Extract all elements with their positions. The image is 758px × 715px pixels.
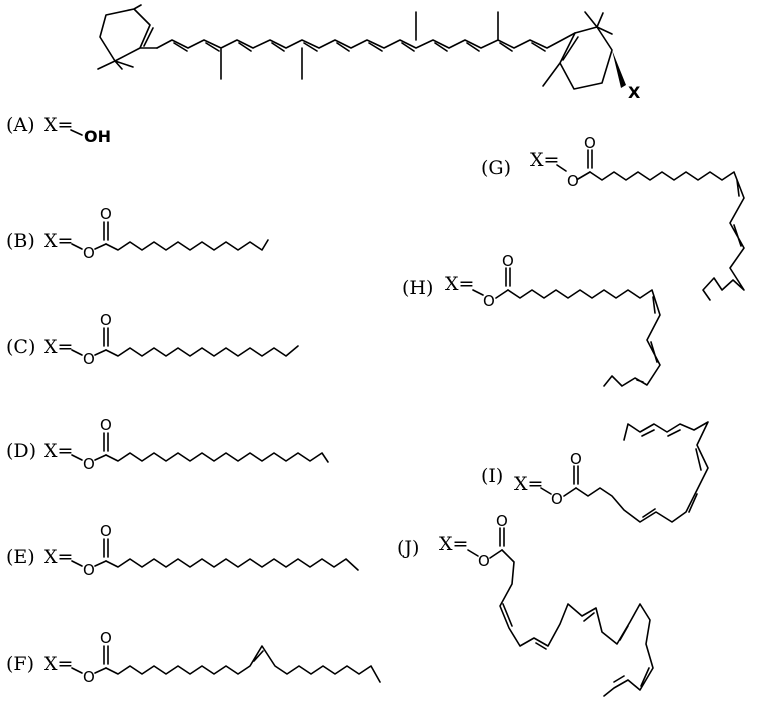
- x-equals: X=: [530, 149, 559, 171]
- compound-label: (F): [6, 653, 34, 675]
- compound-a: (A) X= OH: [6, 114, 111, 146]
- compound-g: (G) X= O O: [481, 134, 745, 301]
- right-ring-bonds: [542, 11, 613, 90]
- x-equals: X=: [44, 114, 73, 136]
- compound-f: (F) X= O O: [6, 629, 381, 686]
- fatty-acid-chain: [105, 558, 359, 571]
- ester-oxygen: O: [483, 292, 495, 310]
- stereo-wedge: [612, 50, 626, 88]
- ester-bond: [540, 465, 579, 497]
- x-equals: X=: [44, 336, 73, 358]
- ester-oxygen: O: [478, 552, 490, 570]
- ester-bond: [467, 527, 505, 559]
- x-equals: X=: [44, 653, 73, 675]
- carbonyl-oxygen: O: [570, 450, 582, 468]
- fatty-acid-chain: [575, 421, 709, 523]
- compound-label: (J): [397, 537, 419, 559]
- compound-label: (E): [6, 546, 35, 568]
- hydroxyl-group: OH: [84, 127, 111, 146]
- x-equals: X=: [44, 230, 73, 252]
- fatty-acid-chain: [507, 289, 661, 387]
- left-ring-bonds: [97, 4, 158, 70]
- carbonyl-oxygen: O: [496, 512, 508, 530]
- compound-c: (C) X= O O: [6, 311, 299, 368]
- compound-b: (B) X= O O: [6, 205, 269, 262]
- polyene-chain: [156, 11, 576, 80]
- ester-oxygen: O: [83, 561, 95, 579]
- carbonyl-oxygen: O: [100, 205, 112, 223]
- fatty-acid-chain: [589, 171, 745, 301]
- compound-label: (G): [481, 157, 511, 179]
- compound-i: (I) X= O O: [481, 421, 709, 523]
- hydroxyl-bond: [70, 129, 83, 136]
- ester-bond: [472, 267, 511, 299]
- ester-bond: [556, 149, 593, 180]
- compound-label: (A): [6, 114, 35, 136]
- carbonyl-oxygen: O: [100, 629, 112, 647]
- compound-label: (I): [481, 465, 503, 487]
- core-structure: X: [97, 4, 641, 102]
- ester-oxygen: O: [83, 350, 95, 368]
- ester-bond: [71, 538, 109, 567]
- ester-oxygen: O: [83, 244, 95, 262]
- ester-bond: [71, 221, 109, 250]
- x-equals: X=: [445, 273, 474, 295]
- compound-d: (D) X= O O: [6, 416, 329, 473]
- ester-bond: [71, 645, 109, 674]
- fatty-acid-chain: [105, 239, 269, 251]
- compound-h: (H) X= O O: [402, 252, 661, 387]
- carbonyl-oxygen: O: [502, 252, 514, 270]
- fatty-acid-chain: [105, 645, 381, 683]
- x-equals: X=: [514, 473, 543, 495]
- x-equals: X=: [44, 440, 73, 462]
- ester-oxygen: O: [567, 172, 579, 190]
- x-equals: X=: [44, 546, 73, 568]
- compound-label: (D): [6, 440, 36, 462]
- fatty-acid-chain: [499, 549, 654, 697]
- compound-label: (H): [402, 277, 433, 299]
- ester-oxygen: O: [83, 455, 95, 473]
- compound-j: (J) X= O O: [397, 512, 654, 697]
- compound-e: (E) X= O O: [6, 522, 359, 579]
- compound-label: (C): [6, 336, 35, 358]
- carbonyl-oxygen: O: [584, 134, 596, 152]
- carbonyl-oxygen: O: [100, 311, 112, 329]
- fatty-acid-chain: [105, 345, 299, 357]
- ester-bond: [71, 432, 109, 461]
- fatty-acid-chain: [105, 452, 329, 463]
- ester-oxygen: O: [551, 490, 563, 508]
- x-equals: X=: [439, 533, 468, 555]
- core-substituent-x: X: [628, 83, 641, 102]
- carbonyl-oxygen: O: [100, 522, 112, 540]
- ester-oxygen: O: [83, 668, 95, 686]
- carbonyl-oxygen: O: [100, 416, 112, 434]
- compound-label: (B): [6, 230, 35, 252]
- ester-bond: [71, 327, 109, 356]
